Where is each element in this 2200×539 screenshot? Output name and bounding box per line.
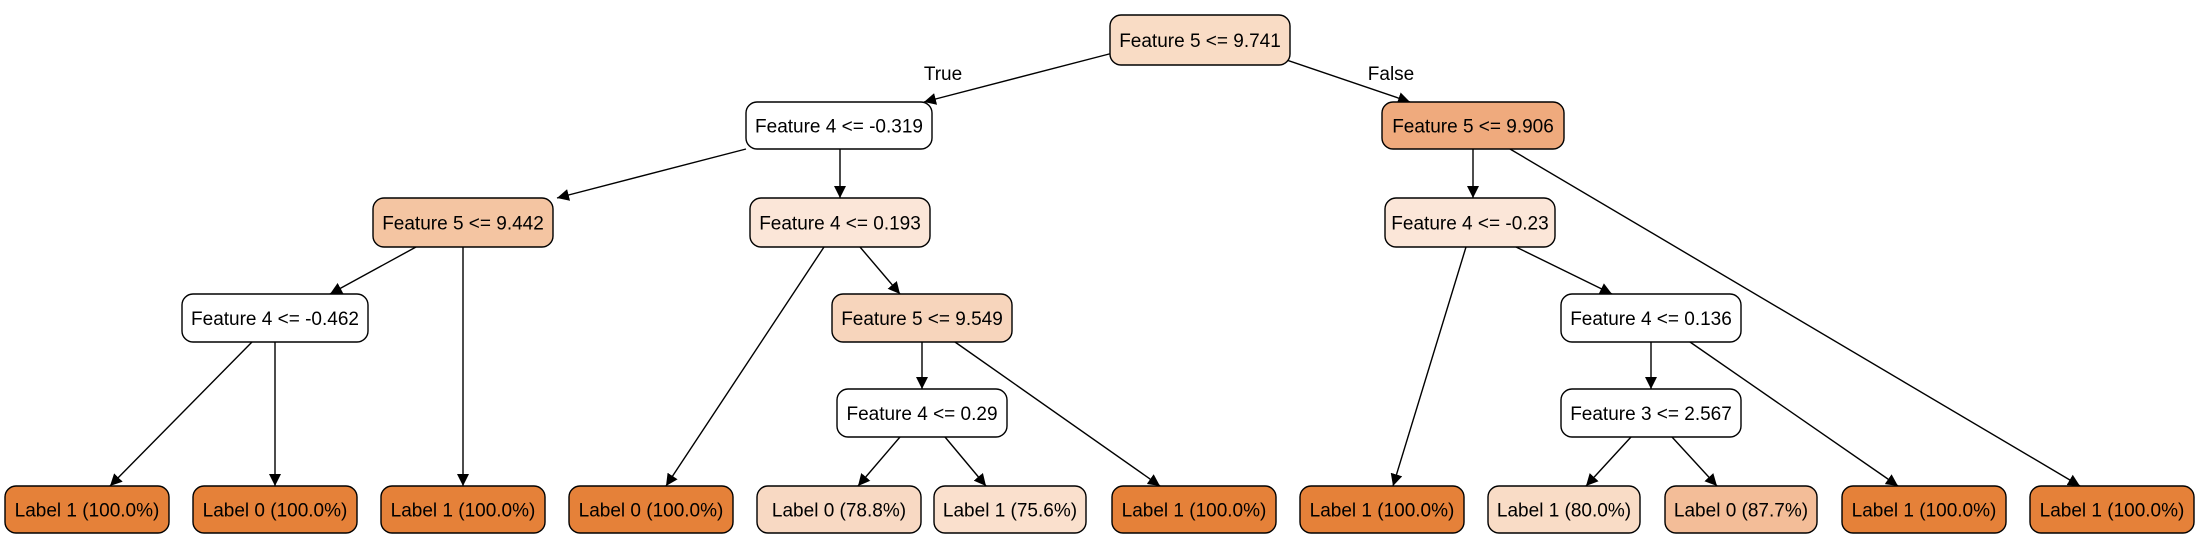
node-label: Label 0 (87.7%) [1674, 501, 1808, 522]
edge-n5-n8 [1515, 246, 1613, 295]
leaf-node: Label 1 (100.0%) [1299, 485, 1465, 534]
decision-node: Feature 4 <= 0.29 [836, 388, 1008, 438]
edge-n6-l1 [109, 341, 253, 487]
node-label: Feature 4 <= 0.193 [759, 214, 921, 235]
edge-n4-n7 [859, 246, 901, 295]
node-box [1664, 485, 1818, 534]
node-box [1111, 485, 1277, 534]
node-box [1381, 101, 1565, 150]
node-label: Feature 4 <= 0.29 [846, 404, 997, 425]
decision-node: Feature 3 <= 2.567 [1560, 388, 1742, 438]
node-label: Label 0 (100.0%) [203, 501, 348, 522]
node-label: Feature 5 <= 9.442 [382, 214, 544, 235]
node-label: Label 1 (100.0%) [1122, 501, 1267, 522]
decision-node: Feature 4 <= -0.23 [1384, 197, 1556, 248]
decision-node: Feature 5 <= 9.549 [831, 293, 1013, 343]
edge-n9-l6 [944, 436, 987, 487]
node-label: Feature 4 <= -0.462 [191, 309, 359, 330]
node-label: Feature 4 <= -0.319 [755, 117, 923, 138]
leaf-node: Label 1 (100.0%) [1111, 485, 1277, 534]
node-box [1841, 485, 2007, 534]
leaf-node: Label 0 (87.7%) [1664, 485, 1818, 534]
node-label: Feature 3 <= 2.567 [1570, 404, 1732, 425]
decision-node: Feature 4 <= -0.319 [745, 101, 933, 150]
node-label: Feature 4 <= -0.23 [1391, 214, 1548, 235]
node-box [933, 485, 1087, 534]
edges-layer [109, 52, 2081, 487]
edge-label-true: True [924, 64, 962, 85]
node-label: Label 1 (100.0%) [15, 501, 160, 522]
decision-node: Feature 4 <= 0.136 [1560, 293, 1742, 343]
node-label: Feature 5 <= 9.741 [1119, 31, 1281, 52]
node-box [1560, 293, 1742, 343]
node-box [836, 388, 1008, 438]
decision-node: Feature 5 <= 9.906 [1381, 101, 1565, 150]
node-box [181, 293, 369, 343]
node-label: Label 1 (100.0%) [2040, 501, 2185, 522]
decision-node: Feature 5 <= 9.741 [1109, 14, 1291, 66]
edge-n10-l10 [1671, 436, 1718, 487]
edge-n1-n3 [556, 148, 747, 201]
edge-n5-l8 [1390, 246, 1467, 487]
edge-n7-l7 [954, 341, 1161, 487]
node-box [831, 293, 1013, 343]
decision-node: Feature 4 <= 0.193 [749, 197, 931, 248]
leaf-node: Label 1 (75.6%) [933, 485, 1087, 534]
decision-node: Feature 4 <= -0.462 [181, 293, 369, 343]
node-box [568, 485, 734, 534]
edge-n0-n1 [923, 52, 1114, 105]
node-box [2029, 485, 2195, 534]
node-label: Feature 5 <= 9.906 [1392, 117, 1554, 138]
edge-labels-layer: True False [924, 64, 1414, 85]
node-label: Label 1 (100.0%) [391, 501, 536, 522]
leaf-node: Label 0 (100.0%) [192, 485, 358, 534]
edge-n3-n6 [329, 246, 417, 295]
node-box [756, 485, 922, 534]
node-label: Label 1 (100.0%) [1852, 501, 1997, 522]
leaf-node: Label 1 (100.0%) [1841, 485, 2007, 534]
node-box [372, 197, 554, 248]
edge-label-false: False [1368, 64, 1414, 85]
node-label: Label 1 (100.0%) [1310, 501, 1455, 522]
node-box [1384, 197, 1556, 248]
node-label: Feature 4 <= 0.136 [1570, 309, 1732, 330]
leaf-node: Label 1 (100.0%) [380, 485, 546, 534]
node-label: Label 0 (100.0%) [579, 501, 724, 522]
decision-node: Feature 5 <= 9.442 [372, 197, 554, 248]
edge-n2-l12 [1509, 148, 2081, 487]
edge-n10-l9 [1585, 436, 1632, 487]
node-box [1109, 14, 1291, 66]
edge-n9-l5 [857, 436, 901, 487]
node-label: Label 1 (80.0%) [1497, 501, 1631, 522]
node-label: Feature 5 <= 9.549 [841, 309, 1003, 330]
leaf-node: Label 0 (100.0%) [568, 485, 734, 534]
node-box [1487, 485, 1641, 534]
node-box [1560, 388, 1742, 438]
leaf-node: Label 1 (100.0%) [2029, 485, 2195, 534]
leaf-node: Label 1 (100.0%) [4, 485, 170, 534]
node-label: Label 0 (78.8%) [772, 501, 906, 522]
leaf-node: Label 0 (78.8%) [756, 485, 922, 534]
node-box [745, 101, 933, 150]
node-box [4, 485, 170, 534]
leaf-node: Label 1 (80.0%) [1487, 485, 1641, 534]
edge-n4-l4 [665, 246, 825, 487]
node-box [380, 485, 546, 534]
edge-n8-l11 [1689, 341, 1899, 487]
node-label: Label 1 (75.6%) [943, 501, 1077, 522]
node-box [1299, 485, 1465, 534]
node-box [192, 485, 358, 534]
edge-n0-n2 [1265, 52, 1411, 104]
node-box [749, 197, 931, 248]
